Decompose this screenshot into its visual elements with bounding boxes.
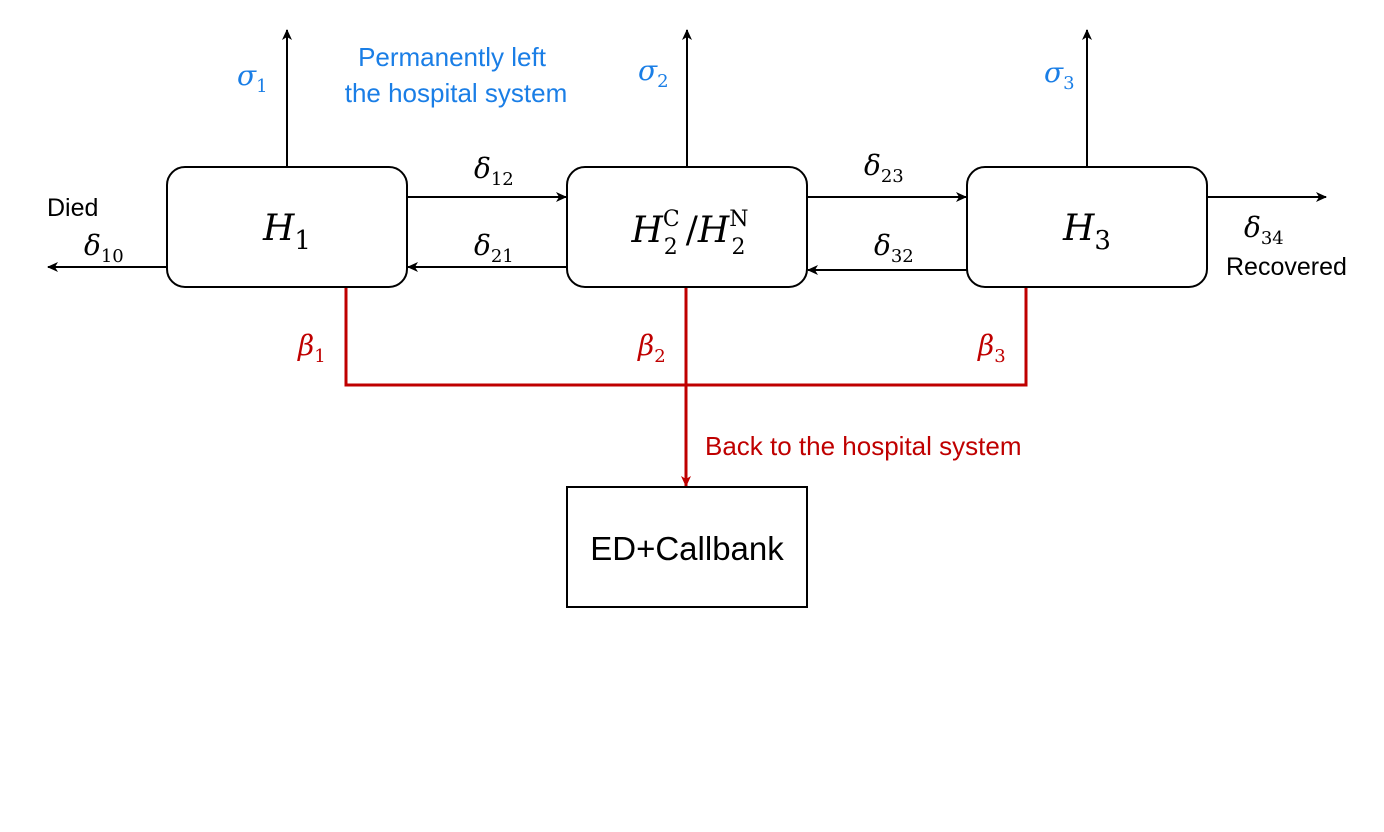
delta12-label: δ12	[474, 152, 514, 190]
delta32-label: δ32	[874, 229, 914, 267]
node-h1-box	[166, 166, 408, 288]
beta1-label: β1	[297, 329, 326, 367]
beta2-label: β2	[637, 329, 666, 367]
delta34-label: δ34	[1244, 211, 1284, 249]
sigma1-label: σ1	[237, 59, 268, 97]
node-h2-box	[566, 166, 808, 288]
permanently-left-label-line1: Permanently left	[358, 42, 547, 72]
delta21-label: δ21	[474, 229, 514, 267]
sigma3-label: σ3	[1044, 56, 1075, 94]
node-h3-label: H3	[1062, 208, 1111, 256]
recovered-label: Recovered	[1226, 253, 1347, 281]
died-label: Died	[47, 194, 98, 222]
node-ed-box	[566, 486, 808, 608]
back-to-hospital-label: Back to the hospital system	[705, 431, 1021, 461]
node-h3-box	[966, 166, 1208, 288]
node-ed-label: ED+Callbank	[590, 530, 784, 567]
beta3-label: β3	[977, 329, 1006, 367]
permanently-left-label-line2: the hospital system	[345, 78, 568, 108]
sigma2-label: σ2	[638, 54, 669, 92]
node-h1-label: H1	[262, 208, 311, 256]
delta23-label: δ23	[864, 149, 904, 187]
delta10-label: δ10	[84, 229, 124, 267]
